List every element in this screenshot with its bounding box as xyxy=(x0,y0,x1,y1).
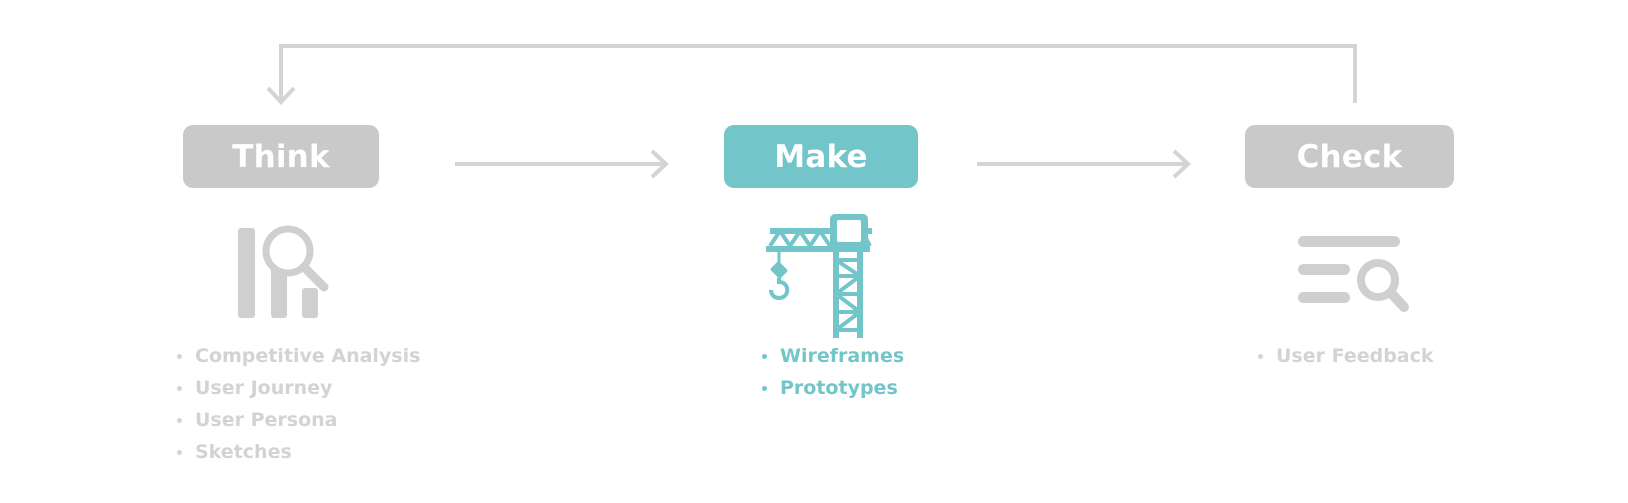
feedback-loop-arrow xyxy=(279,44,1357,103)
list-search-icon xyxy=(1298,236,1409,312)
construction-crane-icon xyxy=(766,214,872,338)
arrowhead-think-to-make xyxy=(650,149,669,179)
list-item: Wireframes xyxy=(760,340,904,372)
stage-think-label: Think xyxy=(232,138,330,175)
bullet xyxy=(177,417,182,423)
bullet xyxy=(177,449,182,455)
stage-check: Check xyxy=(1245,125,1454,188)
stage-make-label: Make xyxy=(774,138,868,175)
make-items-list: Wireframes Prototypes xyxy=(760,340,904,404)
stage-check-label: Check xyxy=(1296,138,1403,175)
bullet xyxy=(177,385,182,391)
feedback-loop-arrowhead xyxy=(266,86,296,105)
bullet xyxy=(762,353,767,359)
bullet xyxy=(762,385,767,391)
list-item: Competitive Analysis xyxy=(175,340,420,372)
list-item: Prototypes xyxy=(760,372,904,404)
check-items-list: User Feedback xyxy=(1256,340,1434,372)
arrowhead-make-to-check xyxy=(1172,149,1191,179)
bar-chart-magnifier-icon xyxy=(238,225,329,318)
stage-think: Think xyxy=(183,125,379,188)
bullet xyxy=(1258,353,1263,359)
list-item: User Feedback xyxy=(1256,340,1434,372)
list-item: User Persona xyxy=(175,404,420,436)
stage-make: Make xyxy=(724,125,918,188)
think-items-list: Competitive Analysis User Journey User P… xyxy=(175,340,420,468)
bullet xyxy=(177,353,182,359)
list-item: Sketches xyxy=(175,436,420,468)
list-item: User Journey xyxy=(175,372,420,404)
